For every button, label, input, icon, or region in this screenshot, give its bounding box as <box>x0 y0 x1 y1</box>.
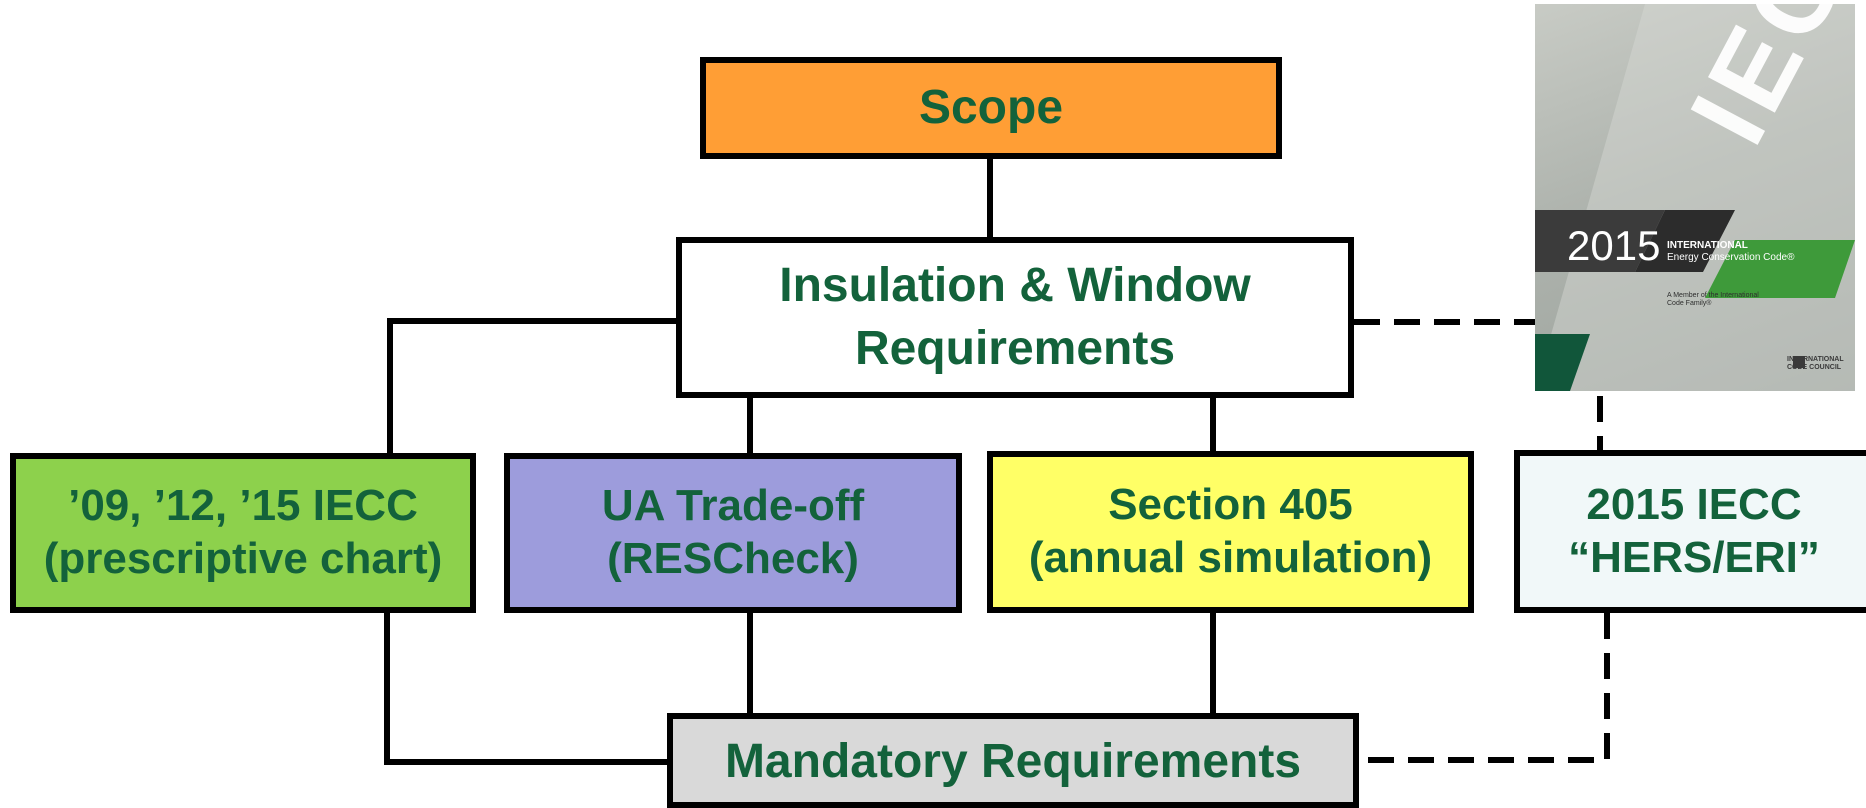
edge-prescriptive-mandatory <box>384 613 667 765</box>
cover-title-main: INTERNATIONAL <box>1667 240 1748 251</box>
prescriptive-chart-node: ’09, ’12, ’15 IECC (prescriptive chart) <box>10 453 476 613</box>
cover-title: INTERNATIONAL Energy Conservation Code® <box>1667 240 1807 264</box>
mandatory-requirements-node: Mandatory Requirements <box>667 713 1359 808</box>
cover-year: 2015 <box>1567 222 1661 269</box>
hers-eri-node: 2015 IECC “HERS/ERI” <box>1514 450 1866 613</box>
ua-tradeoff-node: UA Trade-off (RESCheck) <box>504 453 962 613</box>
iecc-2015-cover-image: IECC 2015 INTERNATIONAL Energy Conservat… <box>1535 4 1855 391</box>
edge-hers-mandatory-dashed <box>1359 613 1610 763</box>
scope-node: Scope <box>700 57 1282 159</box>
cover-subtitle: Energy Conservation Code® <box>1667 252 1795 263</box>
cover-member-note: A Member of the International Code Famil… <box>1667 292 1759 308</box>
edge-insulation-prescriptive <box>387 318 676 453</box>
insulation-window-node: Insulation & Window Requirements <box>676 237 1354 398</box>
section-405-node: Section 405 (annual simulation) <box>987 451 1474 613</box>
cover-publisher-logo: INTERNATIONAL CODE COUNCIL <box>1787 356 1844 371</box>
